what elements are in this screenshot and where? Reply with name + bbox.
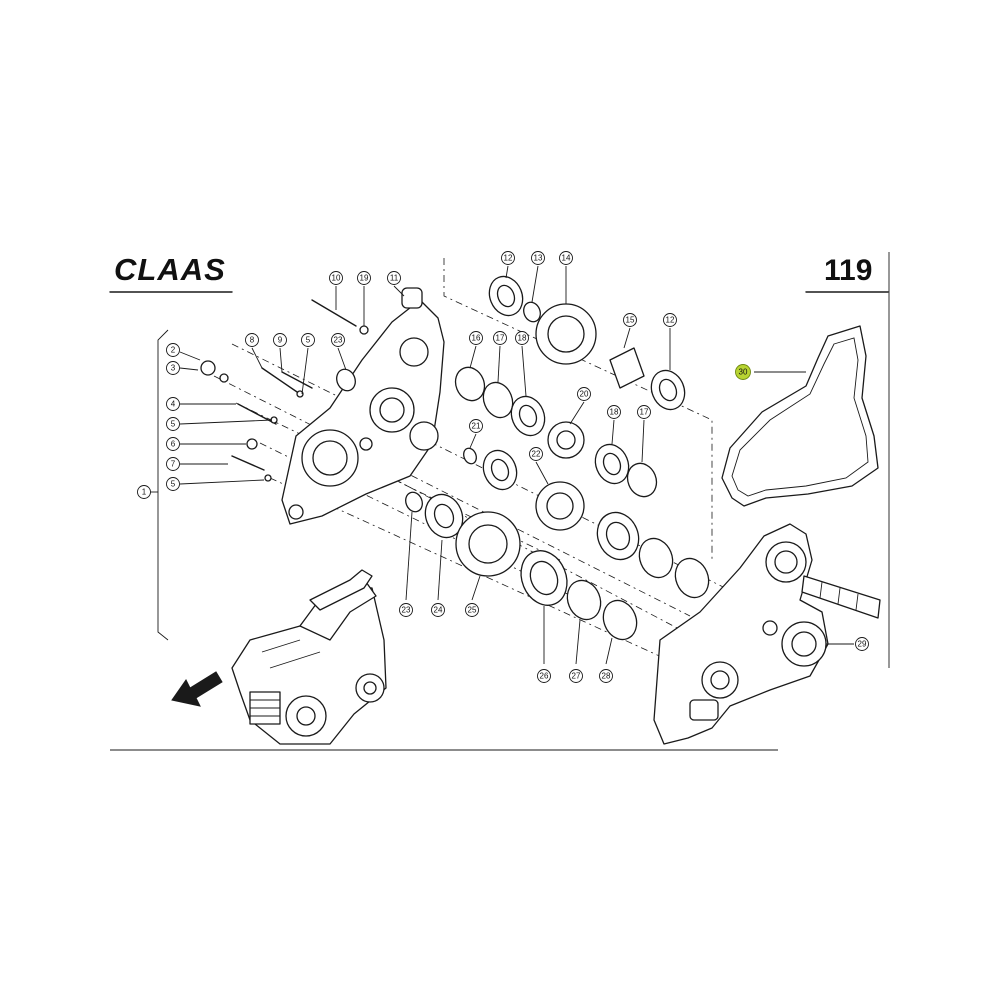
callout-9: 9 xyxy=(273,333,287,347)
callout-22: 22 xyxy=(529,447,543,461)
bearings-and-gears xyxy=(336,275,710,641)
svg-text:6: 6 xyxy=(171,440,176,449)
callout-18: 18 xyxy=(515,331,529,345)
forage-harvester-icon xyxy=(231,569,387,745)
callout-28: 28 xyxy=(599,669,613,683)
svg-text:9: 9 xyxy=(278,336,283,345)
svg-text:10: 10 xyxy=(332,274,341,283)
callout-23: 23 xyxy=(331,333,345,347)
svg-text:26: 26 xyxy=(540,672,549,681)
callout-5: 5 xyxy=(166,477,180,491)
callout-26: 26 xyxy=(537,669,551,683)
callout-17: 17 xyxy=(637,405,651,419)
svg-text:4: 4 xyxy=(171,400,176,409)
callout-12: 12 xyxy=(501,251,515,265)
callout-23: 23 xyxy=(399,603,413,617)
svg-text:7: 7 xyxy=(171,460,176,469)
output-shaft xyxy=(801,575,881,619)
callout-2: 2 xyxy=(166,343,180,357)
callout-17: 17 xyxy=(493,331,507,345)
gasket xyxy=(721,325,879,507)
svg-text:16: 16 xyxy=(472,334,481,343)
svg-text:5: 5 xyxy=(171,480,176,489)
callout-1: 1 xyxy=(137,485,151,499)
svg-text:25: 25 xyxy=(468,606,477,615)
svg-text:2: 2 xyxy=(171,346,176,355)
callout-24: 24 xyxy=(431,603,445,617)
claas-logo: CLAAS xyxy=(114,252,226,287)
svg-text:8: 8 xyxy=(250,336,255,345)
callout-30-highlighted[interactable]: 30 xyxy=(735,364,751,380)
callout-29: 29 xyxy=(855,637,869,651)
svg-text:17: 17 xyxy=(496,334,505,343)
svg-text:29: 29 xyxy=(858,640,867,649)
svg-text:13: 13 xyxy=(534,254,543,263)
svg-text:5: 5 xyxy=(306,336,311,345)
bolts xyxy=(200,299,369,482)
left-housing xyxy=(281,287,445,525)
leader-lines xyxy=(150,265,854,665)
assembly-bracket xyxy=(157,329,169,641)
callout-8: 8 xyxy=(245,333,259,347)
callout-16: 16 xyxy=(469,331,483,345)
svg-text:30: 30 xyxy=(739,368,748,377)
callout-21: 21 xyxy=(469,419,483,433)
svg-text:5: 5 xyxy=(171,420,176,429)
callout-20: 20 xyxy=(577,387,591,401)
svg-text:15: 15 xyxy=(626,316,635,325)
callout-4: 4 xyxy=(166,397,180,411)
svg-text:12: 12 xyxy=(504,254,513,263)
callout-5: 5 xyxy=(301,333,315,347)
callout-3: 3 xyxy=(166,361,180,375)
svg-text:18: 18 xyxy=(610,408,619,417)
callout-5: 5 xyxy=(166,417,180,431)
svg-text:22: 22 xyxy=(532,450,541,459)
svg-text:27: 27 xyxy=(572,672,581,681)
callout-18: 18 xyxy=(607,405,621,419)
right-housing xyxy=(653,523,829,745)
svg-text:12: 12 xyxy=(666,316,675,325)
callout-7: 7 xyxy=(166,457,180,471)
callout-12: 12 xyxy=(663,313,677,327)
svg-text:19: 19 xyxy=(360,274,369,283)
callout-10: 10 xyxy=(329,271,343,285)
callout-13: 13 xyxy=(531,251,545,265)
svg-text:21: 21 xyxy=(472,422,481,431)
svg-text:11: 11 xyxy=(390,274,399,283)
svg-text:14: 14 xyxy=(562,254,571,263)
svg-text:1: 1 xyxy=(142,488,147,497)
callout-14: 14 xyxy=(559,251,573,265)
svg-text:3: 3 xyxy=(171,364,176,373)
svg-text:28: 28 xyxy=(602,672,611,681)
callout-27: 27 xyxy=(569,669,583,683)
svg-text:17: 17 xyxy=(640,408,649,417)
svg-text:20: 20 xyxy=(580,390,589,399)
callout-19: 19 xyxy=(357,271,371,285)
callout-25: 25 xyxy=(465,603,479,617)
svg-text:18: 18 xyxy=(518,334,527,343)
svg-text:24: 24 xyxy=(434,606,443,615)
page-number: 119 xyxy=(824,254,872,287)
callout-11: 11 xyxy=(387,271,401,285)
svg-text:23: 23 xyxy=(334,336,343,345)
svg-text:23: 23 xyxy=(402,606,411,615)
arrow-down-left-icon xyxy=(171,671,223,707)
callout-6: 6 xyxy=(166,437,180,451)
callout-15: 15 xyxy=(623,313,637,327)
